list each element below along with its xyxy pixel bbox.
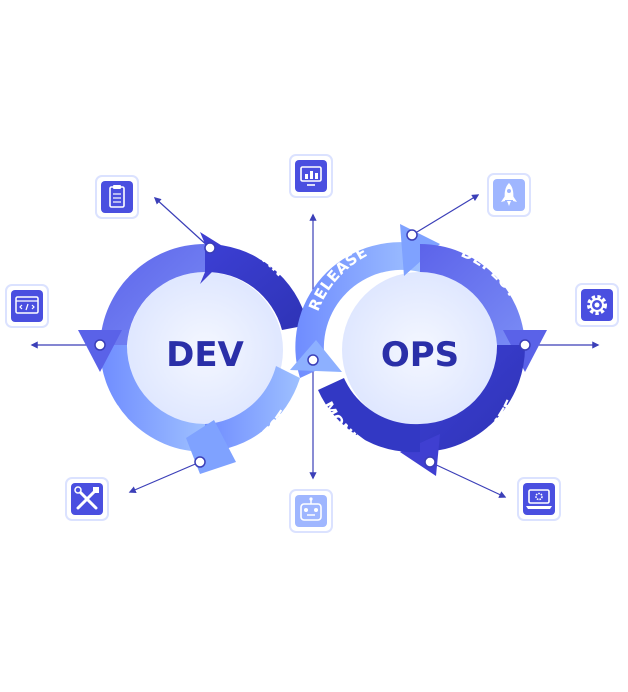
gear-icon[interactable]: [575, 283, 619, 327]
ops-loop: [290, 224, 547, 476]
build-segment: [99, 345, 205, 452]
code-segment: [100, 243, 205, 345]
monitor-chart-icon[interactable]: [289, 154, 333, 198]
tools-icon[interactable]: [65, 477, 109, 521]
build-arrowhead: [78, 330, 122, 372]
ring-dots: [94, 229, 531, 468]
rocket-icon[interactable]: [487, 173, 531, 217]
operate-segment: [420, 345, 526, 452]
robot-icon[interactable]: [289, 489, 333, 533]
dev-center-label: DEV: [166, 335, 244, 375]
connector-code: [153, 197, 211, 249]
connector-release: [411, 194, 480, 236]
connector-operate: [429, 461, 507, 498]
deploy-arrowhead: [503, 330, 547, 372]
release-segment: [295, 242, 420, 378]
ops-inner-circle: [342, 272, 498, 428]
deploy-segment: [420, 243, 525, 345]
code-window-icon[interactable]: [5, 284, 49, 328]
test-segment: [205, 366, 300, 452]
monitor-segment: [318, 378, 420, 453]
ops-center-label: OPS: [381, 335, 459, 375]
laptop-gear-icon[interactable]: [517, 477, 561, 521]
dev-inner-circle: [127, 272, 283, 428]
plan-segment: [205, 243, 308, 330]
connector-build: [128, 461, 201, 494]
clipboard-icon[interactable]: [95, 175, 139, 219]
